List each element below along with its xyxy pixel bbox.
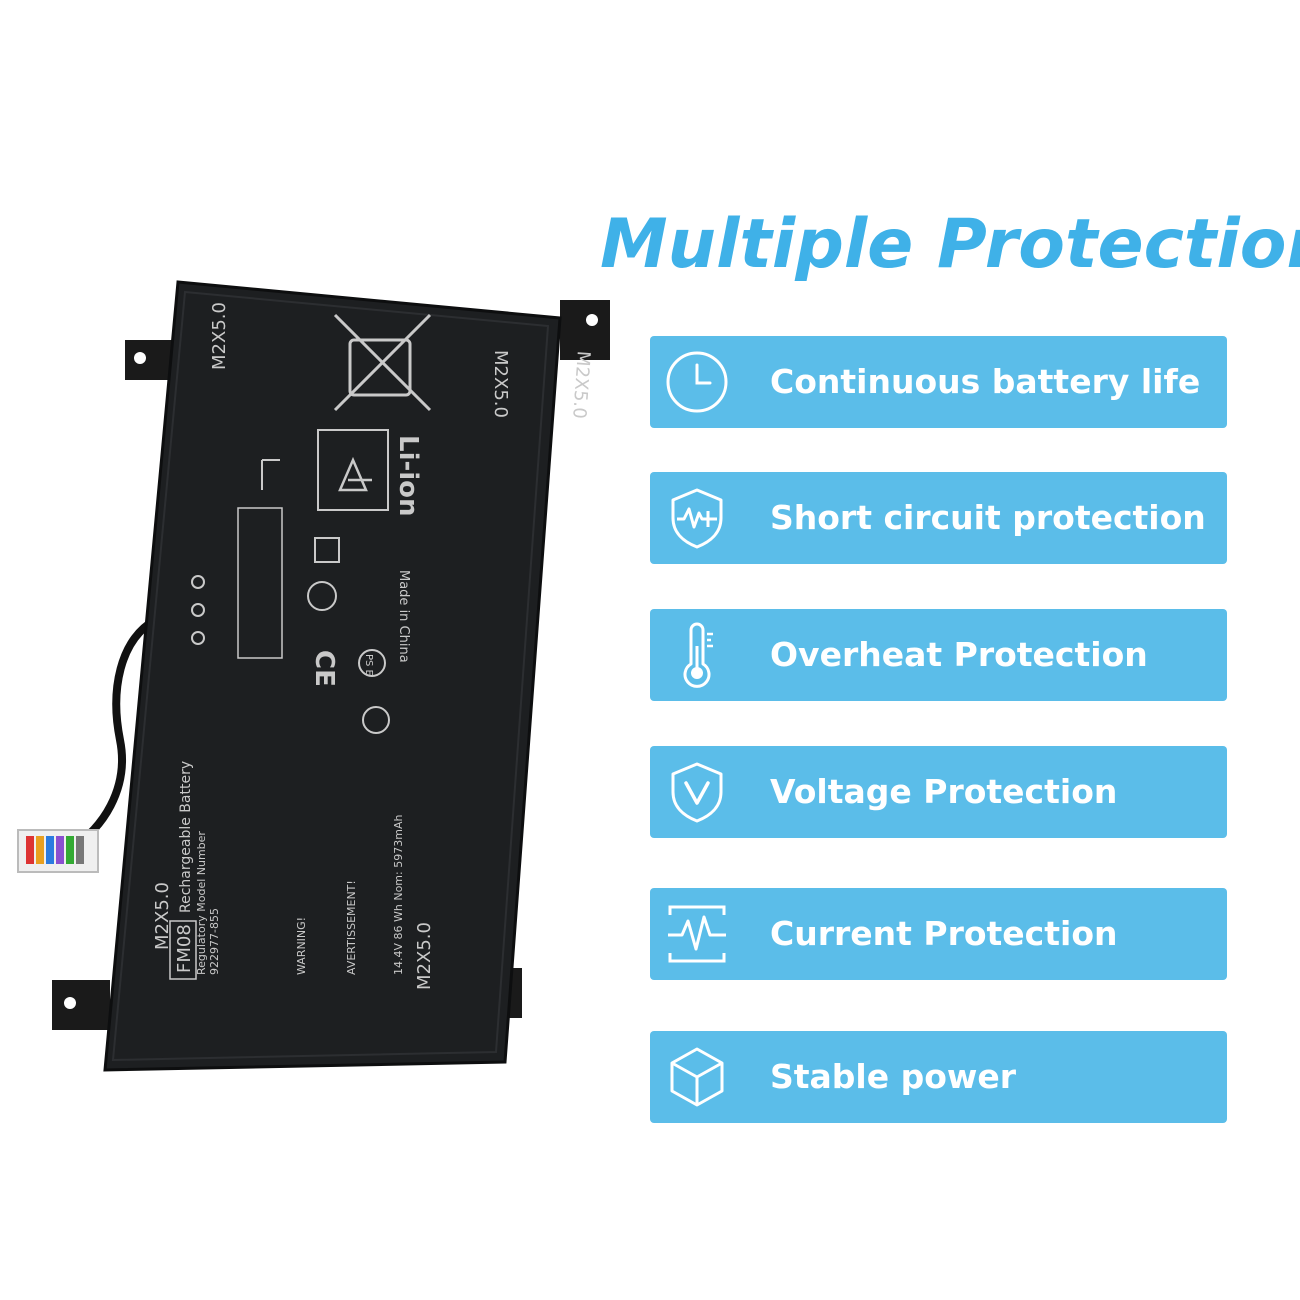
feature-card-current: Current Protection [650, 888, 1227, 980]
battery-connector [17, 829, 99, 873]
feature-card-battery-life: Continuous battery life [650, 336, 1227, 428]
cube-icon [664, 1044, 730, 1110]
battery-image: M2X5.0 M2X5.0 M2X5.0 M2X5.0 M2X5.0 Li-io… [0, 270, 620, 1090]
screw-label: M2X5.0 [490, 350, 511, 418]
screw-label: M2X5.0 [414, 922, 435, 990]
battery-cable [72, 616, 158, 849]
ce-mark: CE [309, 650, 339, 687]
pulse-wave-icon [664, 901, 730, 967]
li-ion-recycle-box [317, 429, 389, 511]
feature-label: Overheat Protection [770, 635, 1148, 674]
model-label: FM08 [174, 924, 195, 973]
thermometer-icon [664, 622, 730, 688]
pse-mark: PS E [363, 654, 374, 676]
page-title: Multiple Protection [600, 205, 1300, 284]
screw-label: M2X5.0 [568, 350, 594, 419]
feature-label: Continuous battery life [770, 362, 1201, 401]
feature-card-voltage: Voltage Protection [650, 746, 1227, 838]
feature-label: Stable power [770, 1057, 1017, 1096]
certification-icon [307, 581, 337, 611]
li-ion-label: Li-ion [393, 435, 423, 517]
feature-card-stable-power: Stable power [650, 1031, 1227, 1123]
clock-icon [664, 349, 730, 415]
pse-mark-circle [358, 649, 386, 677]
feature-card-overheat: Overheat Protection [650, 609, 1227, 701]
spec-line: 14.4V 86 Wh Nom: 5973mAh [392, 815, 405, 975]
crossed-bin-icon [333, 313, 432, 412]
regulatory-label: Regulatory Model Number [195, 831, 208, 975]
screw-label: M2X5.0 [152, 882, 173, 950]
made-in-label: Made in China [396, 570, 411, 663]
shield-pulse-icon [664, 485, 730, 551]
battery-body [103, 280, 562, 1072]
shield-v-icon [664, 759, 730, 825]
polarity-icon [191, 575, 205, 645]
spec-box [237, 507, 283, 659]
feature-label: Short circuit protection [770, 498, 1206, 537]
feature-card-short-circuit: Short circuit protection [650, 472, 1227, 564]
part-number: 922977-855 [208, 908, 221, 975]
certification-square-icon [314, 537, 340, 563]
warning-fr-label: AVERTISSEMENT! [345, 880, 358, 975]
battery-title: Rechargeable Battery [178, 761, 194, 913]
recycle-5-icon [362, 706, 390, 734]
feature-label: Current Protection [770, 914, 1118, 953]
feature-label: Voltage Protection [770, 772, 1118, 811]
warning-label: WARNING! [295, 917, 308, 975]
screw-label: M2X5.0 [209, 302, 230, 370]
recycle-icon [338, 456, 372, 492]
